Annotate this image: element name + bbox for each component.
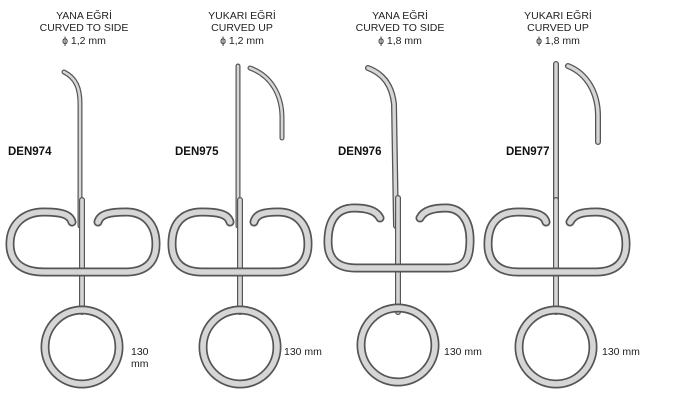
product-code: DEN976 <box>338 146 382 158</box>
product-caption: YANA EĞRİ CURVED TO SIDE ϕ 1,8 mm <box>316 10 484 47</box>
product-code: DEN974 <box>8 146 52 158</box>
instrument-drawing <box>483 61 631 389</box>
direction-en: CURVED TO SIDE <box>39 22 129 34</box>
diameter-label: ϕ 1,8 mm <box>378 35 422 47</box>
direction-tr: YUKARI EĞRİ <box>208 10 276 22</box>
product-caption: YUKARI EĞRİ CURVED UP ϕ 1,8 mm <box>474 10 642 47</box>
length-label: 130 mm <box>444 346 482 358</box>
product-den976: YANA EĞRİ CURVED TO SIDE ϕ 1,8 mm DEN976… <box>316 0 484 404</box>
direction-tr: YUKARI EĞRİ <box>524 10 592 22</box>
direction-en: CURVED TO SIDE <box>355 22 445 34</box>
instrument-drawing <box>167 63 313 389</box>
product-den975: YUKARI EĞRİ CURVED UP ϕ 1,2 mm DEN975 13… <box>158 0 326 404</box>
length-label: 130 mm <box>131 346 149 370</box>
direction-tr: YANA EĞRİ <box>372 10 428 22</box>
product-caption: YUKARI EĞRİ CURVED UP ϕ 1,2 mm <box>158 10 326 47</box>
product-caption: YANA EĞRİ CURVED TO SIDE ϕ 1,2 mm <box>0 10 168 47</box>
diameter-label: ϕ 1,2 mm <box>220 35 264 47</box>
product-den977: YUKARI EĞRİ CURVED UP ϕ 1,8 mm DEN977 13… <box>474 0 642 404</box>
length-label: 130 mm <box>602 346 640 358</box>
length-label: 130 mm <box>284 346 322 358</box>
direction-en: CURVED UP <box>211 22 273 34</box>
instrument-drawing <box>5 69 161 389</box>
diameter-label: ϕ 1,2 mm <box>62 35 106 47</box>
instrument-drawing <box>323 65 475 387</box>
direction-tr: YANA EĞRİ <box>56 10 112 22</box>
product-code: DEN977 <box>506 146 550 158</box>
product-den974: YANA EĞRİ CURVED TO SIDE ϕ 1,2 mm DEN974… <box>0 0 168 404</box>
direction-en: CURVED UP <box>527 22 589 34</box>
product-code: DEN975 <box>175 146 219 158</box>
diameter-label: ϕ 1,8 mm <box>536 35 580 47</box>
